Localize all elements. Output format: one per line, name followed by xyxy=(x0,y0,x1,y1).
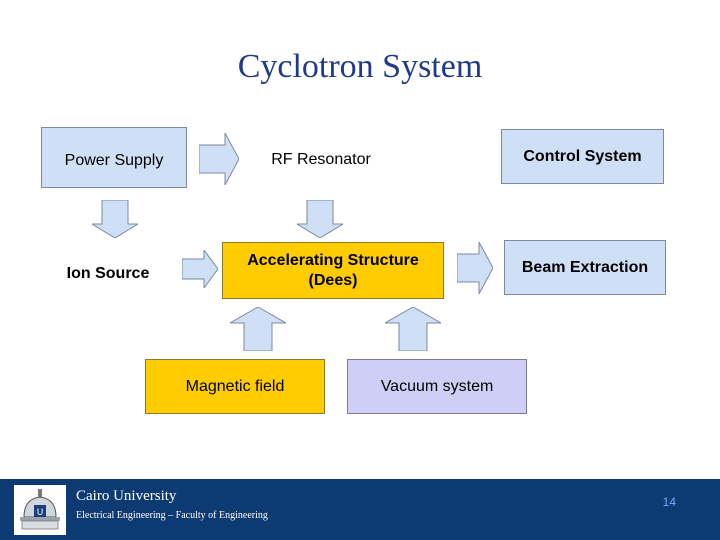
footer-university: Cairo University xyxy=(76,488,177,504)
arrow-down-icon xyxy=(297,200,343,238)
accelerating-structure-sublabel: (Dees) xyxy=(308,271,358,289)
accelerating-structure-box: Accelerating Structure (Dees) xyxy=(222,242,444,299)
power-supply-label: Power Supply xyxy=(64,152,164,169)
ion-source-label: Ion Source xyxy=(66,265,150,283)
magnetic-field-box: Magnetic field xyxy=(145,359,325,414)
accelerating-structure-label: Accelerating Structure xyxy=(247,252,419,270)
rf-resonator-box: RF Resonator xyxy=(248,131,394,187)
arrow-up-icon xyxy=(385,307,441,351)
svg-text:U: U xyxy=(37,508,44,518)
page-number: 14 xyxy=(662,495,676,509)
footer-department: Electrical Engineering – Faculty of Engi… xyxy=(76,510,268,521)
vacuum-system-label: Vacuum system xyxy=(380,377,494,395)
control-system-box: Control System xyxy=(501,129,664,184)
arrow-right-icon xyxy=(457,242,493,294)
vacuum-system-box: Vacuum system xyxy=(347,359,527,414)
ion-source-box: Ion Source xyxy=(45,250,171,298)
beam-extraction-box: Beam Extraction xyxy=(504,240,666,295)
magnetic-field-label: Magnetic field xyxy=(185,377,285,395)
power-supply-box: Power Supply xyxy=(41,127,187,188)
arrow-up-icon xyxy=(230,307,286,351)
arrow-right-icon xyxy=(182,250,218,288)
slide-title: Cyclotron System xyxy=(237,48,483,85)
footer-bar: U Cairo University Electrical Engineerin… xyxy=(0,479,720,540)
arrow-right-icon xyxy=(199,133,239,185)
arrow-down-icon xyxy=(92,200,138,238)
university-dome-logo-icon: U xyxy=(14,485,66,535)
rf-resonator-label: RF Resonator xyxy=(271,151,371,169)
control-system-label: Control System xyxy=(523,147,642,165)
beam-extraction-label: Beam Extraction xyxy=(521,258,649,276)
